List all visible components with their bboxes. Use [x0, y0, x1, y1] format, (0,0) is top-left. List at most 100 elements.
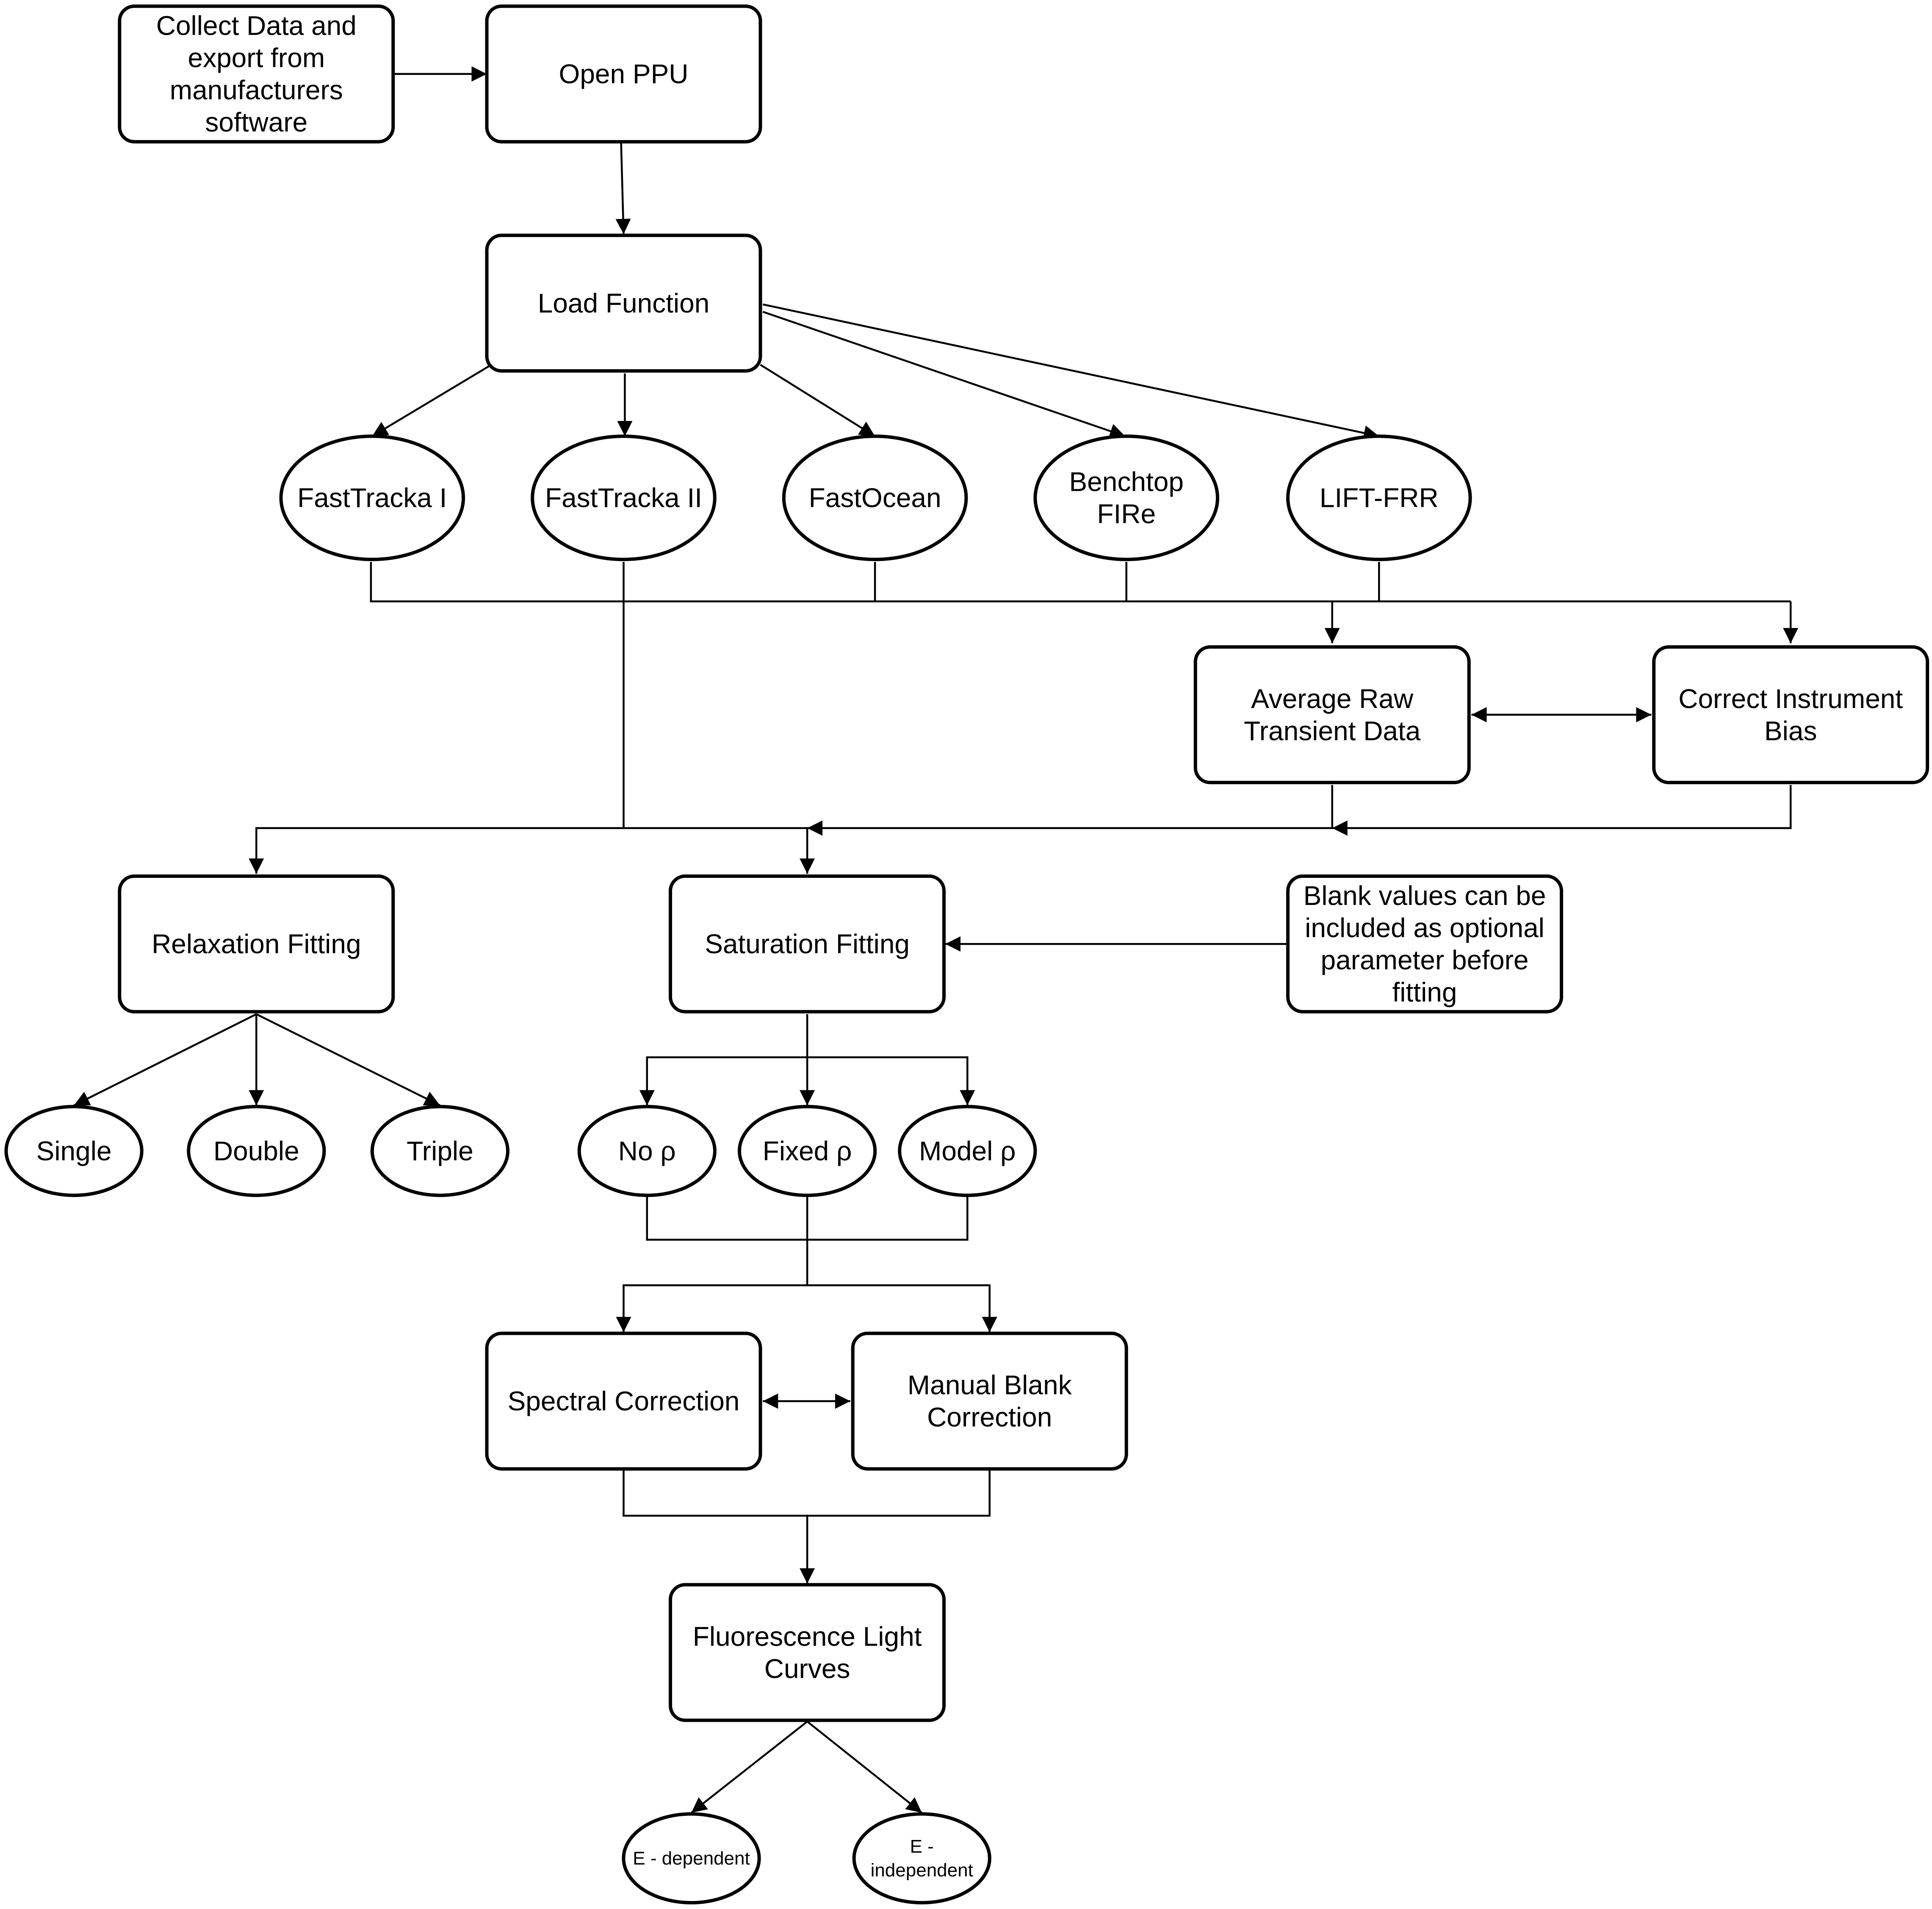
node-correct-bias-shape [1652, 645, 1929, 784]
node-fixed-rho-label-line-0: Fixed ρ [763, 1136, 852, 1166]
edge-load-function-to-benchtop-fire [762, 311, 1126, 437]
node-flc-label-line-1: Curves [764, 1653, 850, 1684]
node-correct-bias-label-line-1: Bias [1764, 716, 1817, 746]
node-e-independent: E - independent [852, 1812, 991, 1905]
node-blank-values-note-label-line-2: parameter before [1321, 945, 1529, 975]
node-triple-label-line-0: Triple [407, 1136, 473, 1166]
edge-average-raw-to-saturation-fitting [807, 785, 1333, 829]
edge-load-function-to-fastocean [760, 364, 876, 437]
node-lift-frr-label-line-0: LIFT-FRR [1320, 483, 1439, 513]
arrowhead-to-relaxation-fitting [249, 858, 264, 874]
node-relaxation-fitting: Relaxation Fitting [118, 874, 395, 1014]
node-no-rho-label-line-0: No ρ [618, 1136, 676, 1166]
arrowhead-to-saturation-fitting [800, 858, 815, 874]
node-model-rho: Model ρ [898, 1105, 1037, 1197]
node-saturation-fitting-label-line-0: Saturation Fitting [705, 929, 910, 959]
node-e-dependent-shape [622, 1812, 761, 1905]
node-no-rho-shape [577, 1105, 717, 1197]
node-fasttracka-1: FastTracka I [279, 434, 465, 562]
node-fasttracka-2-shape [531, 434, 717, 562]
node-double-label-line-0: Double [213, 1136, 299, 1166]
node-manual-blank-label-line-0: Manual Blank [908, 1370, 1072, 1400]
node-e-dependent-label-line-0: E - dependent [633, 1848, 750, 1869]
arrowhead-to-correct-bias [1636, 707, 1652, 722]
node-e-independent-shape [852, 1812, 991, 1905]
node-collect-label-line-0: Collect Data and [156, 11, 357, 41]
node-blank-values-note-label-line-1: included as optional [1305, 913, 1544, 943]
arrowhead-to-spectral-correction [763, 1393, 778, 1409]
node-model-rho-label-line-0: Model ρ [919, 1136, 1016, 1166]
node-fastocean-label-line-0: FastOcean [809, 483, 941, 513]
arrowhead-to-no-rho [639, 1090, 655, 1106]
arrowhead-to-average-raw [1324, 628, 1340, 643]
node-fasttracka-2: FastTracka II [531, 434, 717, 562]
arrowhead-to-fixed-rho [800, 1090, 815, 1106]
edge-flc-to-e-independent [806, 1721, 923, 1814]
node-relaxation-fitting-label-line-0: Relaxation Fitting [152, 929, 361, 959]
arrowhead-to-double [249, 1090, 264, 1106]
edge-load-function-to-fasttracka-1 [371, 365, 490, 437]
arrowhead-to-spectral-correction [616, 1317, 631, 1332]
edge-relaxation-fitting-to-single [73, 1013, 257, 1107]
arrowhead-to-saturation-fitting [807, 820, 823, 836]
node-single-label-line-0: Single [36, 1136, 112, 1166]
arrowhead-to-e-dependent [691, 1797, 708, 1813]
edge-fasttracka-2-to-relaxation-fitting [255, 562, 625, 874]
edge-flc-to-e-dependent [691, 1721, 808, 1814]
node-flc-label-line-0: Fluorescence Light [693, 1621, 922, 1652]
node-e-independent-label-line-1: independent [871, 1860, 973, 1881]
node-open-ppu-label-line-0: Open PPU [559, 59, 689, 89]
arrowhead-to-triple [423, 1092, 440, 1106]
node-manual-blank-label-line-1: Correction [927, 1402, 1052, 1433]
node-double-shape [187, 1105, 326, 1197]
node-load-function: Load Function [485, 233, 762, 373]
node-saturation-fitting: Saturation Fitting [669, 874, 946, 1014]
node-manual-blank-shape [851, 1331, 1128, 1471]
node-benchtop-fire-label-line-1: FIRe [1097, 499, 1156, 529]
edge-fasttracka-2-to-saturation-fitting [623, 827, 808, 874]
edge-saturation-fitting-to-model-rho [807, 1056, 969, 1106]
node-benchtop-fire-shape [1033, 434, 1219, 562]
node-average-raw-label-line-1: Transient Data [1244, 716, 1421, 746]
node-spectral-correction-shape [485, 1331, 762, 1471]
node-collect-label-line-1: export from [188, 43, 325, 73]
arrowhead-to-saturation-fitting [945, 936, 960, 952]
node-load-function-label-line-0: Load Function [538, 288, 710, 318]
node-triple: Triple [370, 1105, 510, 1197]
arrowhead-to-fastocean [858, 421, 875, 437]
arrowhead-to-load-function [615, 219, 631, 234]
arrowhead-to-correct-bias [1783, 628, 1799, 643]
arrowhead-to-fasttracka-2 [617, 421, 633, 437]
node-collect-label-line-3: software [205, 107, 307, 138]
arrowhead-to-flc [800, 1568, 815, 1584]
arrowhead-to-open-ppu [471, 66, 487, 82]
node-fasttracka-1-shape [279, 434, 465, 562]
node-fastocean-shape [782, 434, 968, 562]
edge-corrections-to-flc-seg0 [623, 1470, 991, 1517]
node-triple-shape [370, 1105, 510, 1197]
node-lift-frr: LIFT-FRR [1286, 434, 1472, 562]
edge-rho-options-to-manual-blank [807, 1284, 991, 1332]
arrowhead-to-e-independent [905, 1797, 922, 1813]
arrowhead-to-average-raw [1471, 707, 1487, 722]
edge-saturation-fitting-to-no-rho [646, 1014, 808, 1106]
node-benchtop-fire-label-line-0: Benchtop [1069, 467, 1183, 497]
node-blank-values-note-shape [1286, 874, 1563, 1014]
arrowhead-to-manual-blank [835, 1393, 850, 1409]
node-fixed-rho: Fixed ρ [738, 1105, 877, 1197]
arrowhead-to-manual-blank [982, 1317, 997, 1332]
node-fastocean: FastOcean [782, 434, 968, 562]
node-e-independent-label-line-0: E - [910, 1836, 934, 1857]
node-double: Double [187, 1105, 326, 1197]
arrowhead-to-saturation-fitting [1332, 820, 1348, 836]
node-fasttracka-2-label-line-0: FastTracka II [545, 483, 702, 513]
node-spectral-correction-label-line-0: Spectral Correction [508, 1386, 740, 1417]
node-fasttracka-1-label-line-0: FastTracka I [297, 483, 447, 513]
